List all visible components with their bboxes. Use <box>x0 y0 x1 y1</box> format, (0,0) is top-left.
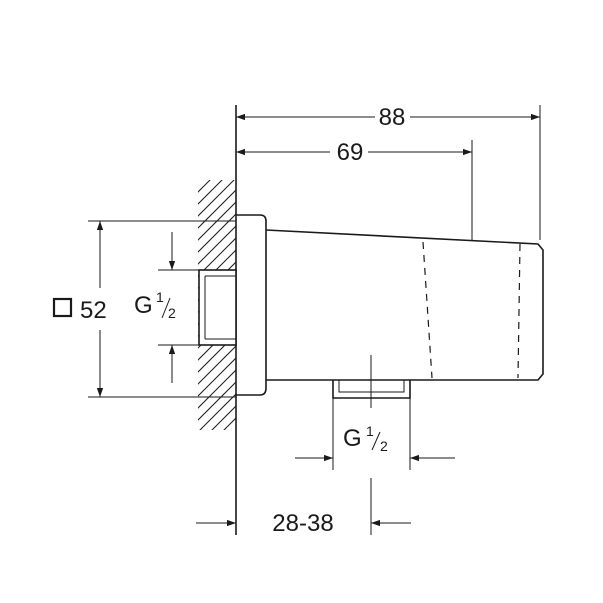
dimension-28-38: 28-38 <box>196 478 411 537</box>
dimension-52-label: 52 <box>80 297 107 324</box>
square-symbol-icon <box>52 297 73 318</box>
wall-thread-num: 1 <box>156 289 164 305</box>
dimension-28-38-label: 28-38 <box>272 510 333 537</box>
dimension-outlet-thread: G 1 2 <box>295 398 455 470</box>
dimension-69: 69 <box>236 139 473 240</box>
wall-nipple <box>198 269 237 346</box>
dimension-88-label: 88 <box>379 104 406 131</box>
wall-thread-den: 2 <box>168 305 176 321</box>
dimension-69-label: 69 <box>337 139 364 166</box>
dimension-88: 88 <box>236 104 541 240</box>
outlet-thread-G: G <box>343 425 362 452</box>
outlet-thread-num: 1 <box>366 423 374 439</box>
outlet-body <box>265 229 544 381</box>
dimension-wall-thread: G 1 2 <box>134 232 199 383</box>
wall-flange <box>236 214 267 396</box>
wall-thread-G: G <box>134 292 153 319</box>
outlet-thread-den: 2 <box>380 438 388 454</box>
dimension-52: 52 <box>52 220 236 398</box>
